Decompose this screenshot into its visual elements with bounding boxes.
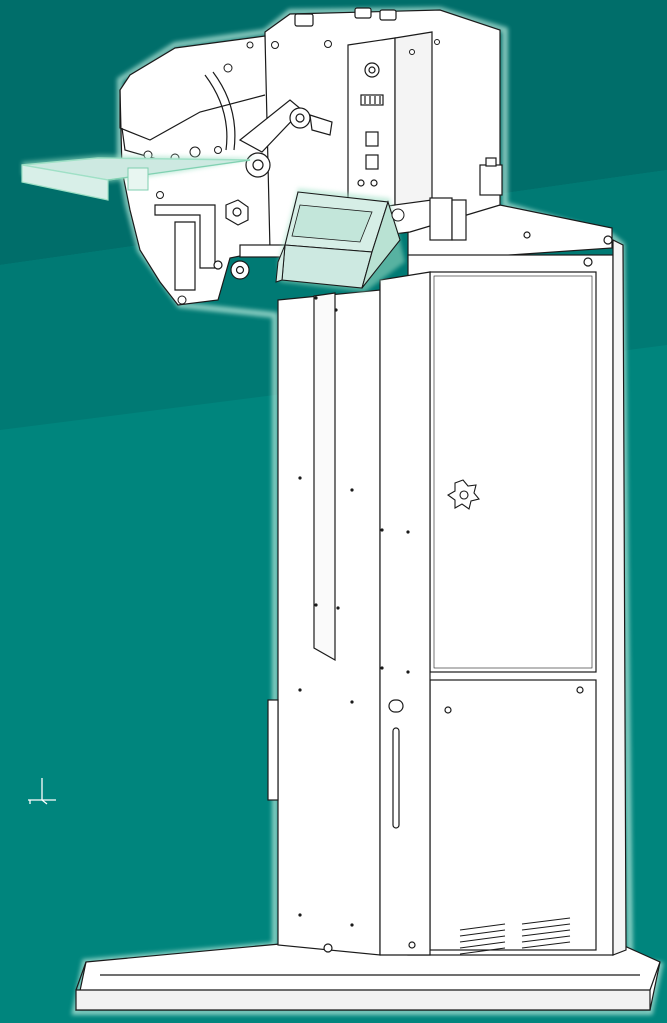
base-plate <box>75 943 661 1011</box>
cabinet-upper-door <box>429 271 597 673</box>
cabinet-lower-door <box>429 679 597 951</box>
axis-triad-icon <box>28 778 56 805</box>
collection-bin <box>275 188 405 292</box>
feed-tray <box>21 155 258 201</box>
column-rivets <box>298 296 410 927</box>
star-knob-icon <box>446 479 480 510</box>
control-panel <box>347 31 433 213</box>
head-mechanism <box>154 71 503 291</box>
column <box>267 271 431 956</box>
vent-grille <box>459 917 571 955</box>
head-screws <box>143 39 440 305</box>
